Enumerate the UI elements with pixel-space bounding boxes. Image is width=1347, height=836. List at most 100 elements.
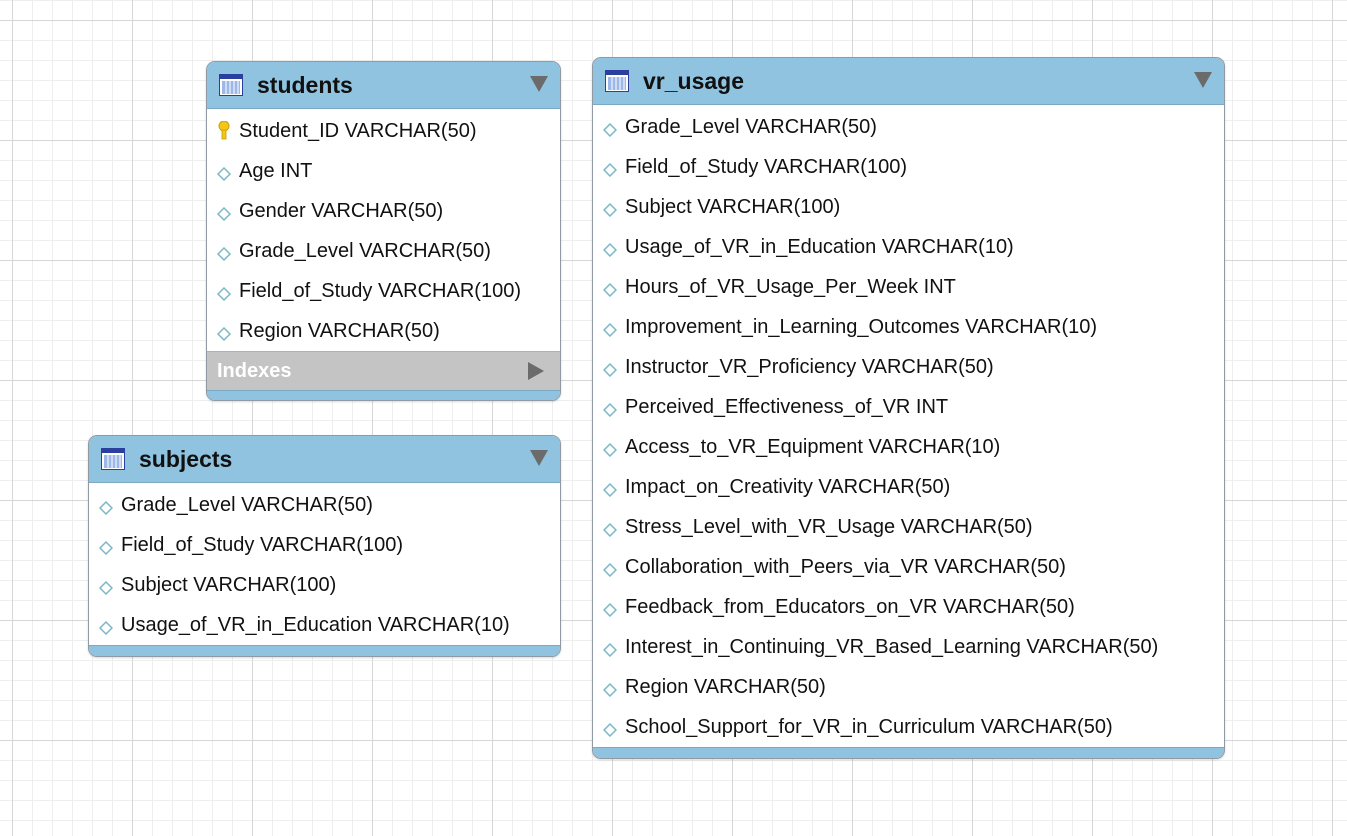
table-header[interactable]: subjects — [89, 436, 560, 483]
diamond-icon — [602, 280, 618, 298]
column-label: Collaboration_with_Peers_via_VR VARCHAR(… — [625, 555, 1066, 578]
table-icon — [101, 448, 125, 470]
diamond-icon — [216, 164, 232, 182]
column-label: Access_to_VR_Equipment VARCHAR(10) — [625, 435, 1001, 458]
column-row[interactable]: Field_of_Study VARCHAR(100) — [593, 147, 1224, 187]
column-label: Instructor_VR_Proficiency VARCHAR(50) — [625, 355, 994, 378]
diamond-icon — [602, 120, 618, 138]
column-label: Field_of_Study VARCHAR(100) — [239, 279, 521, 302]
diamond-icon — [602, 720, 618, 738]
table-icon — [605, 70, 629, 92]
diamond-icon — [216, 204, 232, 222]
column-list: Student_ID VARCHAR(50) Age INT Gender VARC… — [207, 109, 560, 351]
column-label: Usage_of_VR_in_Education VARCHAR(10) — [625, 235, 1014, 258]
column-label: School_Support_for_VR_in_Curriculum VARC… — [625, 715, 1113, 738]
column-label: Impact_on_Creativity VARCHAR(50) — [625, 475, 951, 498]
diamond-icon — [98, 578, 114, 596]
column-row[interactable]: Grade_Level VARCHAR(50) — [593, 107, 1224, 147]
column-label: Region VARCHAR(50) — [239, 319, 440, 342]
column-label: Grade_Level VARCHAR(50) — [239, 239, 491, 262]
column-row[interactable]: Grade_Level VARCHAR(50) — [207, 231, 560, 271]
column-label: Subject VARCHAR(100) — [625, 195, 841, 218]
column-row[interactable]: Region VARCHAR(50) — [207, 311, 560, 351]
column-row[interactable]: Feedback_from_Educators_on_VR VARCHAR(50… — [593, 587, 1224, 627]
column-label: Usage_of_VR_in_Education VARCHAR(10) — [121, 613, 510, 636]
table-subjects[interactable]: subjects Grade_Level VARCHAR(50) Field_of… — [88, 435, 561, 657]
diamond-icon — [216, 244, 232, 262]
table-icon — [219, 74, 243, 96]
column-row[interactable]: Region VARCHAR(50) — [593, 667, 1224, 707]
table-title: subjects — [139, 445, 233, 472]
triangle-right-icon[interactable] — [528, 362, 544, 380]
column-label: Region VARCHAR(50) — [625, 675, 826, 698]
column-row[interactable]: Subject VARCHAR(100) — [89, 565, 560, 605]
diamond-icon — [602, 320, 618, 338]
diamond-icon — [602, 640, 618, 658]
column-row[interactable]: Interest_in_Continuing_VR_Based_Learning… — [593, 627, 1224, 667]
diamond-icon — [98, 498, 114, 516]
triangle-down-icon[interactable] — [1194, 72, 1212, 88]
table-vr-usage[interactable]: vr_usage Grade_Level VARCHAR(50) Field_of… — [592, 57, 1225, 759]
column-label: Stress_Level_with_VR_Usage VARCHAR(50) — [625, 515, 1033, 538]
column-row[interactable]: Field_of_Study VARCHAR(100) — [89, 525, 560, 565]
table-header[interactable]: students — [207, 62, 560, 109]
column-label: Subject VARCHAR(100) — [121, 573, 337, 596]
column-label: Grade_Level VARCHAR(50) — [121, 493, 373, 516]
column-row[interactable]: Improvement_in_Learning_Outcomes VARCHAR… — [593, 307, 1224, 347]
column-label: Field_of_Study VARCHAR(100) — [121, 533, 403, 556]
diamond-icon — [602, 520, 618, 538]
column-label: Grade_Level VARCHAR(50) — [625, 115, 877, 138]
triangle-down-icon[interactable] — [530, 450, 548, 466]
column-label: Perceived_Effectiveness_of_VR INT — [625, 395, 949, 418]
column-label: Improvement_in_Learning_Outcomes VARCHAR… — [625, 315, 1098, 338]
column-row[interactable]: Stress_Level_with_VR_Usage VARCHAR(50) — [593, 507, 1224, 547]
column-row[interactable]: Field_of_Study VARCHAR(100) — [207, 271, 560, 311]
column-row[interactable]: School_Support_for_VR_in_Curriculum VARC… — [593, 707, 1224, 747]
table-students[interactable]: students Student_ID VARCHAR(50) Age INT Ge… — [206, 61, 561, 401]
column-list: Grade_Level VARCHAR(50) Field_of_Study VA… — [89, 483, 560, 645]
table-title: vr_usage — [643, 67, 745, 94]
column-label: Gender VARCHAR(50) — [239, 199, 444, 222]
column-row[interactable]: Subject VARCHAR(100) — [593, 187, 1224, 227]
column-row[interactable]: Grade_Level VARCHAR(50) — [89, 485, 560, 525]
column-row[interactable]: Gender VARCHAR(50) — [207, 191, 560, 231]
column-row[interactable]: Impact_on_Creativity VARCHAR(50) — [593, 467, 1224, 507]
column-row[interactable]: Age INT — [207, 151, 560, 191]
table-footer — [593, 747, 1224, 758]
column-label: Interest_in_Continuing_VR_Based_Learning… — [625, 635, 1159, 658]
diamond-icon — [602, 400, 618, 418]
table-footer — [89, 645, 560, 656]
table-title: students — [257, 71, 353, 98]
diamond-icon — [216, 324, 232, 342]
diamond-icon — [216, 284, 232, 302]
column-row[interactable]: Perceived_Effectiveness_of_VR INT — [593, 387, 1224, 427]
column-label: Hours_of_VR_Usage_Per_Week INT — [625, 275, 956, 298]
column-row[interactable]: Student_ID VARCHAR(50) — [207, 111, 560, 151]
column-row[interactable]: Access_to_VR_Equipment VARCHAR(10) — [593, 427, 1224, 467]
column-list: Grade_Level VARCHAR(50) Field_of_Study VA… — [593, 105, 1224, 747]
column-label: Feedback_from_Educators_on_VR VARCHAR(50… — [625, 595, 1075, 618]
column-row[interactable]: Collaboration_with_Peers_via_VR VARCHAR(… — [593, 547, 1224, 587]
triangle-down-icon[interactable] — [530, 76, 548, 92]
diamond-icon — [602, 440, 618, 458]
diamond-icon — [602, 200, 618, 218]
diamond-icon — [602, 680, 618, 698]
indexes-label: Indexes — [217, 359, 292, 382]
table-header[interactable]: vr_usage — [593, 58, 1224, 105]
column-label: Field_of_Study VARCHAR(100) — [625, 155, 907, 178]
diamond-icon — [98, 538, 114, 556]
table-footer — [207, 390, 560, 400]
diamond-icon — [602, 160, 618, 178]
key-icon — [217, 120, 231, 141]
column-label: Age INT — [239, 159, 313, 182]
column-row[interactable]: Hours_of_VR_Usage_Per_Week INT — [593, 267, 1224, 307]
diamond-icon — [98, 618, 114, 636]
diamond-icon — [602, 600, 618, 618]
column-row[interactable]: Instructor_VR_Proficiency VARCHAR(50) — [593, 347, 1224, 387]
diamond-icon — [602, 240, 618, 258]
column-row[interactable]: Usage_of_VR_in_Education VARCHAR(10) — [593, 227, 1224, 267]
diamond-icon — [602, 480, 618, 498]
column-row[interactable]: Usage_of_VR_in_Education VARCHAR(10) — [89, 605, 560, 645]
diamond-icon — [602, 560, 618, 578]
indexes-section[interactable]: Indexes — [207, 351, 560, 390]
